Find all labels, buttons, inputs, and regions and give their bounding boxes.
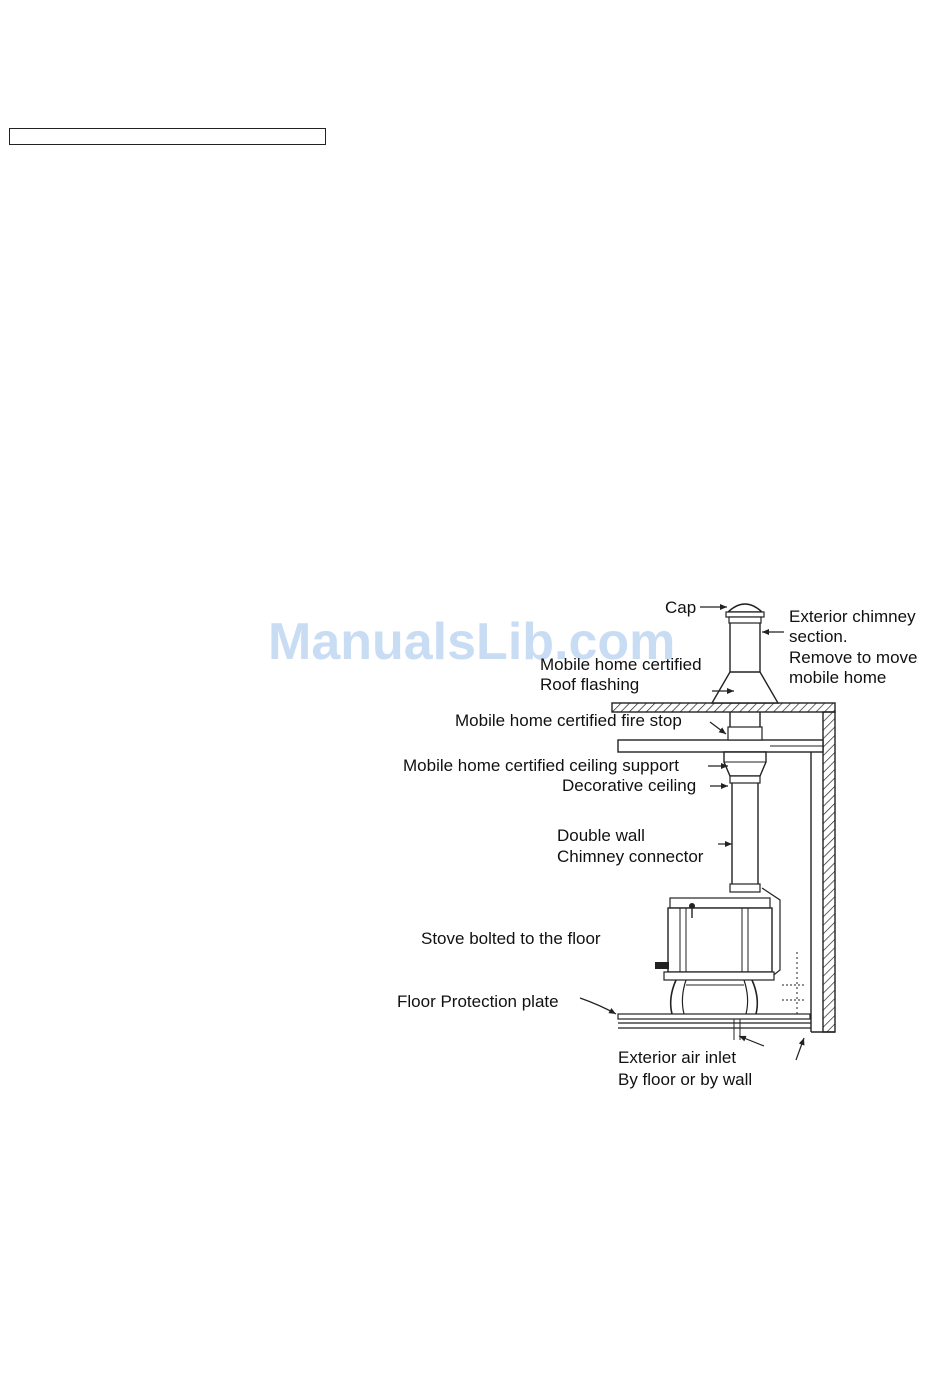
label-air-inlet-2: By floor or by wall	[618, 1070, 752, 1089]
label-stove-bolted: Stove bolted to the floor	[421, 929, 601, 948]
fire-stop	[727, 712, 763, 741]
label-double-wall-2: Chimney connector	[557, 847, 704, 866]
watermark: ManualsLib.com	[268, 613, 675, 671]
label-exterior-chimney-4: mobile home	[789, 668, 886, 687]
label-roof-flashing-1: Mobile home certified	[540, 655, 702, 674]
label-ceiling-support: Mobile home certified ceiling support	[403, 756, 679, 775]
chimney-connector	[729, 783, 761, 893]
label-air-inlet-1: Exterior air inlet	[618, 1048, 736, 1067]
label-exterior-chimney-2: section.	[789, 627, 848, 646]
label-roof-flashing-2: Roof flashing	[540, 675, 639, 694]
ceiling-support	[723, 751, 767, 784]
leader-lines	[579, 604, 805, 1061]
floor-protection-plate	[617, 1013, 811, 1040]
header-box	[9, 128, 326, 145]
wall-air-inlet	[782, 952, 806, 1014]
label-exterior-chimney-3: Remove to move	[789, 648, 918, 667]
stove	[655, 887, 781, 1015]
label-double-wall-1: Double wall	[557, 826, 645, 845]
label-cap: Cap	[665, 598, 696, 617]
label-fire-stop: Mobile home certified fire stop	[455, 711, 682, 730]
chimney-cap	[725, 603, 765, 624]
exterior-chimney-section	[710, 623, 780, 704]
label-decorative-ceiling: Decorative ceiling	[562, 776, 696, 795]
label-floor-protection: Floor Protection plate	[397, 992, 559, 1011]
ceiling	[617, 739, 824, 753]
exterior-wall	[810, 711, 836, 1033]
label-exterior-chimney-1: Exterior chimney	[789, 607, 916, 626]
